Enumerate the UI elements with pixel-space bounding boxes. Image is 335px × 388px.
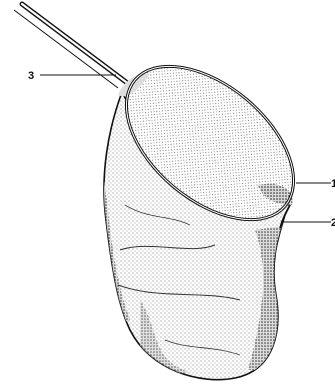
label-1: 1	[331, 178, 335, 190]
label-2: 2	[331, 217, 335, 229]
label-3: 3	[28, 70, 34, 82]
